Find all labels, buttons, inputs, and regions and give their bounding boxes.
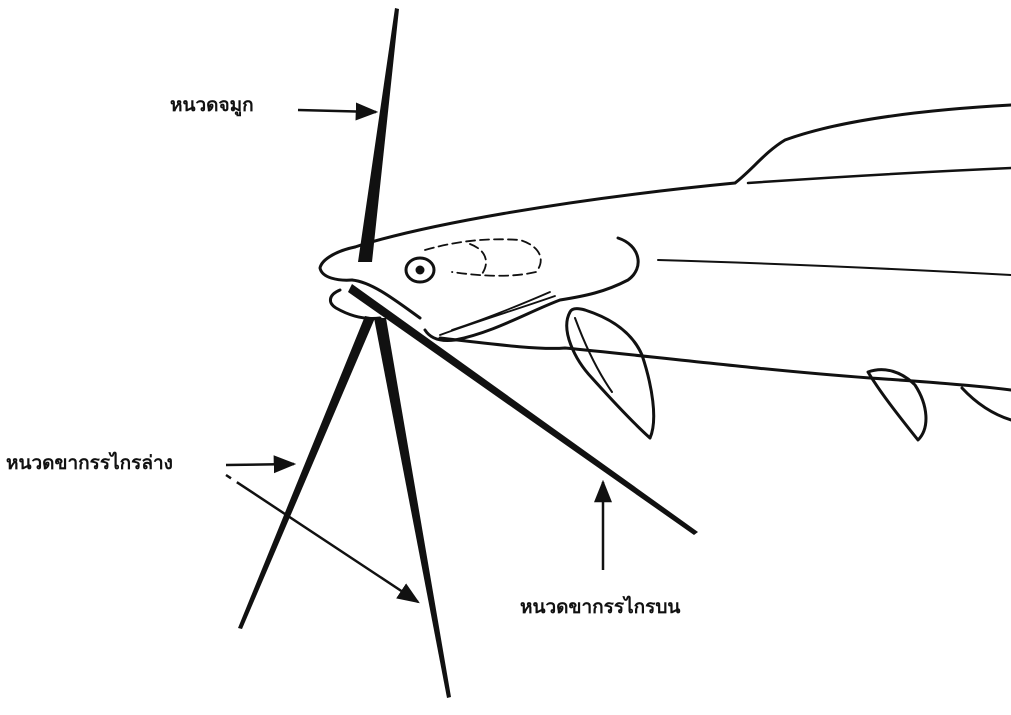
lower-jaw-arrow-2 (226, 475, 418, 602)
dorsal-fin-base (748, 168, 1011, 183)
upper-jaw-barbel-label: หนวดขากรรไกรบน (520, 598, 680, 617)
cheek-lines (440, 292, 555, 335)
lower-jaw-barbel-label: หนวดขากรรไกรล่าง (6, 454, 173, 473)
belly-outline (440, 338, 1011, 390)
anal-fin (962, 388, 1011, 420)
lower-jaw-arrow-1 (226, 464, 294, 465)
fish-outline (320, 105, 1011, 440)
nasal-barbel (358, 8, 399, 262)
dorsal-outline (355, 105, 1011, 247)
lower-jaw-barbel-right (374, 318, 451, 698)
barbels (238, 8, 698, 698)
nasal-arrow (298, 110, 376, 112)
snout-upper (320, 247, 355, 280)
head-contour-2 (470, 244, 486, 274)
nasal-barbel-label: หนวดจมูก (170, 96, 254, 115)
head-contour (425, 239, 541, 275)
lateral-line (658, 260, 1011, 275)
gill-cover (425, 238, 638, 341)
lower-jaw-barbel-left (238, 316, 375, 629)
eye-pupil (416, 266, 425, 275)
